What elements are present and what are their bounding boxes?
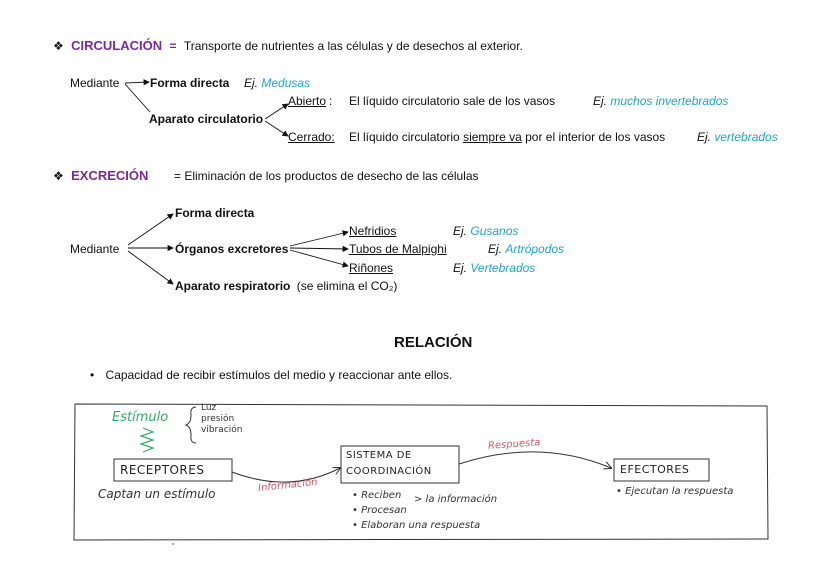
- stimulus-item: vibración: [201, 425, 243, 435]
- excr-forma-directa: Forma directa: [175, 206, 255, 220]
- circ-forma-directa: Forma directa: [150, 76, 230, 90]
- relacion-definition: Capacidad de recibir estímulos del medio…: [105, 368, 453, 382]
- abierto-example: Ej. muchos invertebrados: [593, 94, 728, 108]
- circ-fd-example: Ej. Medusas: [244, 76, 310, 90]
- coord-item: • Reciben: [352, 490, 402, 501]
- ej-label: Ej.: [488, 242, 503, 256]
- aparato-resp-label: Aparato respiratorio: [175, 279, 291, 293]
- cerrado-desc-1: El líquido circulatorio: [349, 130, 460, 144]
- example-text: Vertebrados: [470, 261, 536, 275]
- sistema-label: SISTEMA DE COORDINACIÓN: [346, 448, 432, 480]
- arrow-organos-rinones: [289, 249, 349, 268]
- bullet-icon: •: [90, 368, 95, 382]
- tubos-malpighi: Tubos de Malpighi: [349, 242, 447, 256]
- rinones-example: Ej. Vertebrados: [453, 261, 535, 275]
- ej-label: Ej.: [593, 94, 608, 108]
- bullet-icon: ❖: [53, 39, 64, 53]
- tubos-example: Ej. Artrópodos: [488, 242, 564, 256]
- receptores-desc: Captan un estímulo: [98, 487, 216, 501]
- sistema-line-2: COORDINACIÓN: [346, 466, 432, 477]
- coord-item: • Elaboran una respuesta: [352, 520, 481, 531]
- cerrado-desc-underlined: siempre va: [463, 130, 522, 144]
- cerrado-label: Cerrado:: [288, 130, 335, 144]
- abierto-label: Abierto: [288, 94, 327, 108]
- example-text: Artrópodos: [505, 242, 565, 256]
- excr-title: EXCRECIÓN: [71, 168, 149, 183]
- arrow-organos-tubos: [289, 245, 349, 253]
- efectores-desc: • Ejecutan la respuesta: [616, 486, 734, 497]
- receptores-box: [113, 458, 233, 482]
- nefridios-example: Ej. Gusanos: [453, 224, 518, 238]
- example-text: Medusas: [261, 76, 311, 90]
- cerrado-desc-2: por el interior de los vasos: [525, 130, 666, 144]
- circ-mediante: Mediante: [70, 76, 120, 90]
- efectores-box: [613, 458, 710, 482]
- example-text: muchos invertebrados: [610, 94, 729, 108]
- excr-mediante: Mediante: [70, 242, 120, 256]
- ej-label: Ej.: [244, 76, 259, 90]
- aparato-resp-note: (se elimina el CO₂): [296, 279, 398, 293]
- receptores-label: RECEPTORES: [120, 463, 205, 477]
- excr-section: ❖ EXCRECIÓN: [53, 168, 148, 183]
- excr-aparato-resp: Aparato respiratorio (se elimina el CO₂): [175, 279, 397, 293]
- line-mediante-aparato: [124, 83, 151, 113]
- rinones: Riñones: [349, 261, 394, 275]
- nefridios: Nefridios: [349, 224, 397, 238]
- circ-eq: =: [169, 39, 177, 53]
- ej-label: Ej.: [697, 130, 712, 144]
- relacion-title: RELACIÓN: [394, 334, 473, 351]
- stimuli-list: Luz presión vibración: [201, 403, 242, 436]
- diagram-frame: [73, 403, 769, 541]
- arrow-mediante-aparato-resp: [127, 250, 174, 285]
- excr-organos: Órganos excretores: [175, 242, 289, 256]
- stimulus-item: Luz: [201, 403, 217, 413]
- estimulo-label: Estímulo: [112, 410, 169, 425]
- arrow-aparato-abierto: [264, 103, 289, 120]
- bullet-icon: ❖: [53, 169, 64, 183]
- sistema-line-1: SISTEMA DE: [346, 450, 412, 461]
- circ-section: ❖ CIRCULACIÓN = Transporte de nutrientes…: [53, 38, 523, 53]
- arrow-mediante-forma: [124, 79, 150, 86]
- stimulus-item: presión: [201, 414, 235, 424]
- arrow-aparato-cerrado: [264, 120, 289, 137]
- cerrado-example: Ej. vertebrados: [697, 130, 778, 144]
- abierto-colon: :: [329, 94, 333, 108]
- stimulus-zigzag: [139, 427, 155, 453]
- coord-items: • Reciben • Procesan • Elaboran una resp…: [352, 488, 480, 533]
- ej-label: Ej.: [453, 261, 468, 275]
- example-text: Gusanos: [470, 224, 519, 238]
- ej-label: Ej.: [453, 224, 468, 238]
- circ-title: CIRCULACIÓN: [71, 38, 163, 53]
- excr-definition: = Eliminación de los productos de desech…: [174, 169, 479, 183]
- sistema-box: [340, 445, 460, 484]
- circ-abierto-row: Abierto:: [288, 94, 332, 108]
- efectores-label: EFECTORES: [620, 463, 690, 476]
- abierto-desc: El líquido circulatorio sale de los vaso…: [349, 94, 556, 108]
- coord-item: • Procesan: [352, 505, 407, 516]
- example-text: vertebrados: [714, 130, 778, 144]
- relacion-row: • Capacidad de recibir estímulos del med…: [90, 368, 452, 382]
- arrow-mediante-forma-directa: [127, 213, 174, 246]
- arrow-organos-nefridios: [289, 230, 349, 247]
- arrow-sistema-efectores: [458, 451, 611, 468]
- arrow-receptores-sistema: [231, 468, 340, 483]
- circ-definition: Transporte de nutrientes a las células y…: [183, 39, 523, 53]
- circ-aparato: Aparato circulatorio: [149, 112, 264, 126]
- la-informacion: > la información: [414, 494, 498, 505]
- cerrado-desc: El líquido circulatorio siempre va por e…: [349, 130, 665, 144]
- stimulus-brace: [184, 406, 197, 444]
